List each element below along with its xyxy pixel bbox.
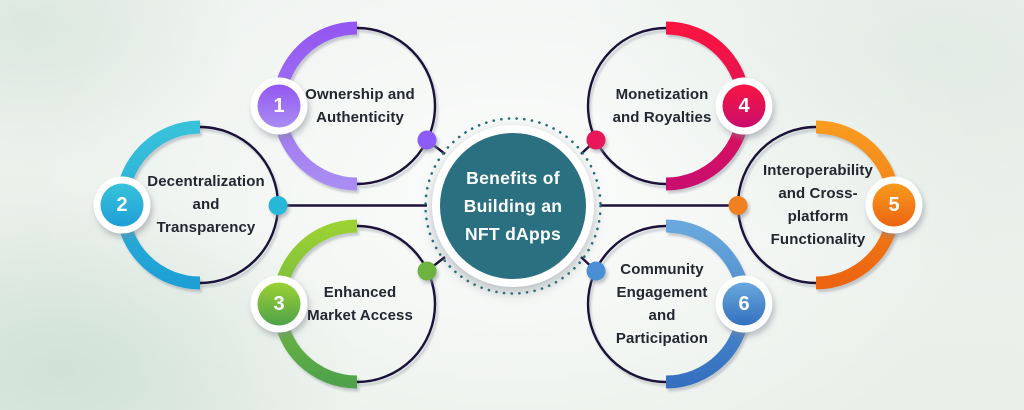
node-2-label-line: Decentralization: [147, 173, 265, 190]
badge-2-disc: [100, 183, 144, 227]
node-4-label-line: and Royalties: [612, 109, 712, 126]
node-4-label: Monetization and Royalties: [577, 83, 747, 129]
center-title-line: Building an: [463, 196, 563, 216]
badge-2-number: 2: [116, 193, 128, 216]
badge-3-number: 3: [273, 292, 285, 315]
node-6-label-line: Participation: [615, 330, 709, 347]
badge-6-number: 6: [738, 292, 750, 315]
badge-4-disc: [722, 84, 766, 128]
badge-1-number: 1: [273, 94, 285, 117]
center-title-line: Benefits of: [466, 168, 560, 188]
center-title: Benefits of Building an NFT dApps: [428, 164, 598, 248]
node-3-label-line: Enhanced: [323, 284, 397, 301]
node-2-dot: [268, 196, 288, 215]
center-title-line: NFT dApps: [464, 224, 562, 244]
node-4-label-line: Monetization: [615, 86, 709, 103]
badge-5-number: 5: [888, 193, 900, 216]
badge-4-number: 4: [738, 94, 750, 117]
node-6-label-line: Engagement: [616, 284, 708, 301]
center-dotted-ring: [424, 117, 602, 295]
badge-3-disc: [257, 282, 301, 326]
node-3-dot: [417, 261, 437, 281]
badge-5-disc: [872, 183, 916, 227]
node-5-label-line: platform: [787, 208, 849, 225]
node-3-label: Enhanced Market Access: [275, 281, 445, 327]
node-1-label: Ownership and Authenticity: [275, 83, 445, 129]
node-6-label-line: Community: [620, 261, 704, 278]
node-2-label-line: Transparency: [156, 219, 256, 236]
center-circle: [440, 133, 586, 279]
node-6-label: Community Engagement and Participation: [577, 258, 747, 350]
node-5-label: Interoperability and Cross- platform Fun…: [733, 159, 903, 251]
node-2-label-line: and: [192, 196, 220, 213]
badge-1-disc: [257, 84, 301, 128]
node-3-label-line: Market Access: [307, 307, 413, 324]
node-6-label-line: and: [648, 307, 676, 324]
node-1-label-line: Authenticity: [316, 109, 404, 126]
node-1-dot: [417, 130, 437, 150]
node-6-dot: [586, 261, 606, 281]
node-5-label-line: and Cross-: [778, 185, 858, 202]
node-2-label: Decentralization and Transparency: [121, 170, 291, 239]
node-5-label-line: Functionality: [770, 231, 866, 248]
node-5-dot: [728, 196, 748, 215]
node-1-label-line: Ownership and: [305, 86, 415, 103]
node-4-dot: [586, 130, 606, 150]
node-5-label-line: Interoperability: [763, 162, 873, 179]
badge-6-disc: [722, 282, 766, 326]
